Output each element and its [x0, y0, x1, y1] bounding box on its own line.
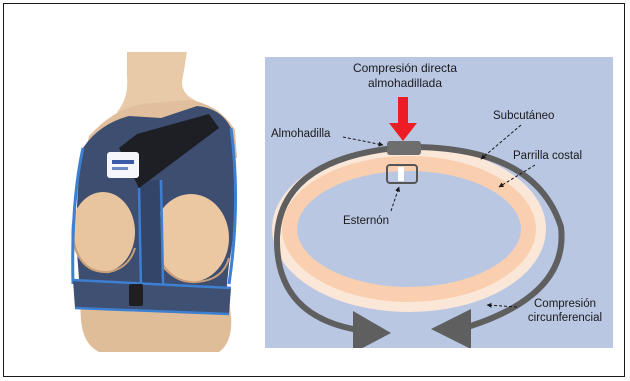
label-circumferential-line2: circunferencial [528, 312, 602, 324]
label-rib-cage: Parrilla costal [513, 150, 582, 162]
vest-logo-patch [107, 152, 139, 178]
diagram-title-line1: Compresión directa [353, 61, 457, 75]
label-subcutaneous: Subcutáneo [493, 110, 554, 122]
label-pad: Almohadilla [271, 128, 331, 140]
label-circumferential-line1: Compresión [534, 298, 596, 310]
vest-logo-mark [112, 160, 134, 164]
compression-diagram: Compresión directa almohadillada Almohad… [265, 57, 613, 348]
compression-vest-photo [59, 52, 249, 352]
label-sternum: Esternón [343, 215, 389, 227]
mannequin-breast-right [153, 194, 229, 282]
figure-frame: Compresión directa almohadillada Almohad… [3, 3, 625, 377]
vest-logo-text [112, 167, 128, 170]
sternum-inner [398, 167, 404, 181]
pad-block [387, 141, 421, 155]
diagram-title-line2: almohadillada [368, 76, 442, 90]
vest-buckle [129, 284, 143, 306]
